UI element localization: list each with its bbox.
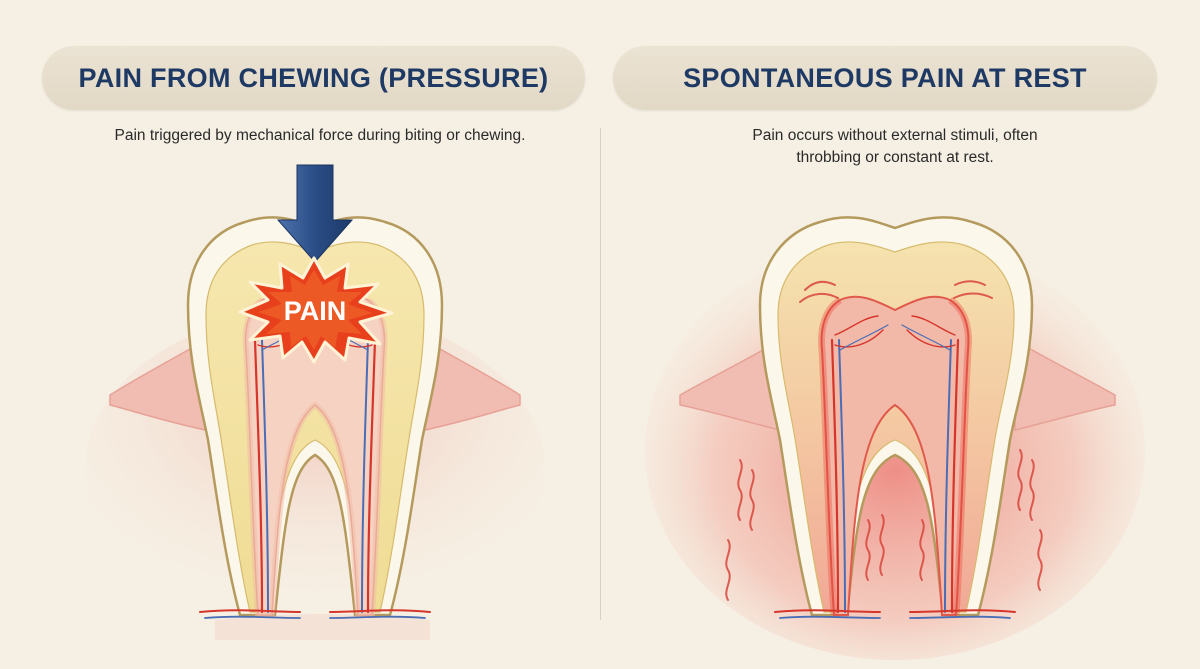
pain-label: PAIN [284, 296, 347, 326]
chewing-tooth-illustration: PAIN [85, 164, 545, 640]
pressure-arrow-icon [276, 164, 354, 263]
panel-title: SPONTANEOUS PAIN AT REST [683, 62, 1087, 93]
panel-title-pill: PAIN FROM CHEWING (PRESSURE) [42, 46, 585, 110]
panel-divider [600, 128, 601, 620]
caption-line: Pain occurs without external stimuli, of… [752, 127, 1038, 144]
panel-title-pill: SPONTANEOUS PAIN AT REST [613, 46, 1157, 110]
panel-caption: Pain triggered by mechanical force durin… [114, 127, 526, 144]
throbbing-waves-icon [725, 280, 1043, 601]
panel-caption: Pain occurs without external stimuli, of… [660, 125, 1130, 170]
nerve-vessels [774, 315, 1016, 619]
panel-chewing-pain: PAIN FROM CHEWING (PRESSURE) Pain trigge… [42, 46, 585, 640]
caption-line: throbbing or constant at rest. [796, 149, 994, 167]
resting-tooth-illustration [645, 216, 1145, 660]
pain-burst-icon: PAIN [238, 256, 394, 364]
panel-rest-pain: SPONTANEOUS PAIN AT REST Pain occurs wit… [600, 0, 1200, 669]
panel-title: PAIN FROM CHEWING (PRESSURE) [78, 62, 549, 93]
tooth-pulp [820, 295, 970, 616]
